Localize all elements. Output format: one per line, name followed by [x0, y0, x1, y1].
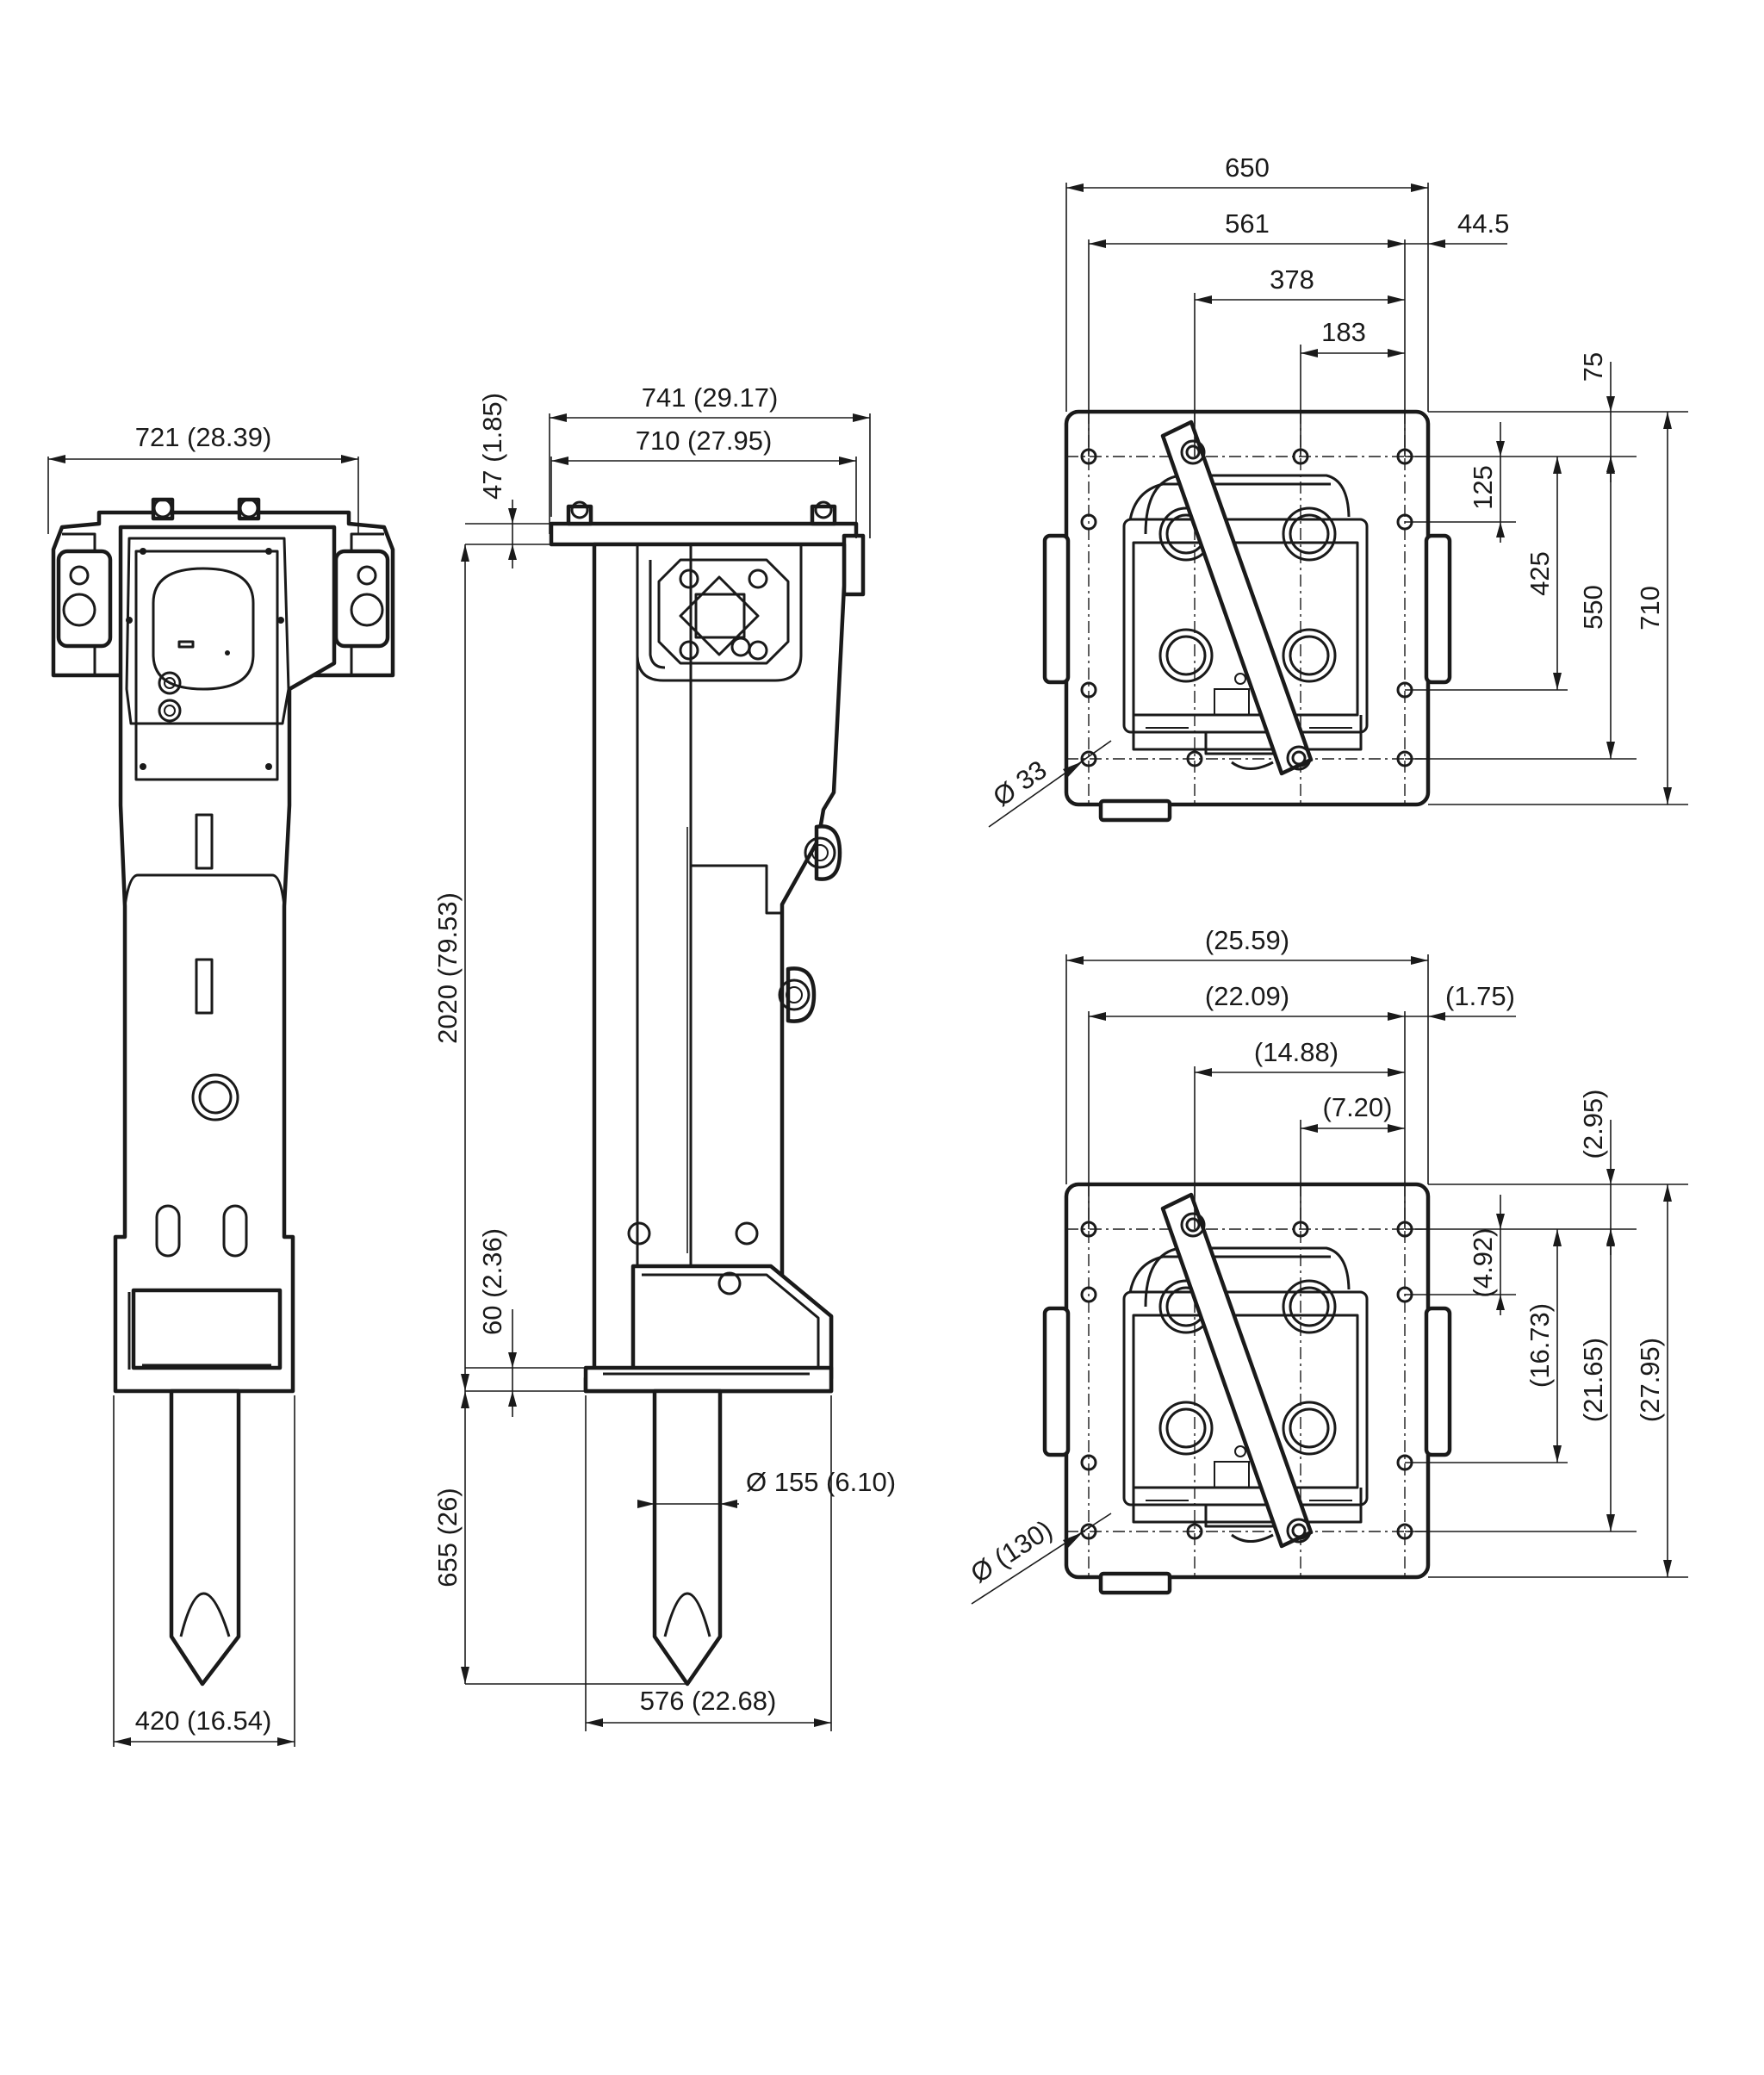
side-base-width-label: 576 (22.68) [640, 1686, 777, 1716]
top-mm-44-5-label: 44.5 [1457, 208, 1509, 239]
top-in-75-label: (2.95) [1578, 1090, 1608, 1159]
top-mm-183-label: 183 [1321, 317, 1366, 347]
side-plate-thickness-label: 47 (1.85) [477, 393, 507, 500]
top-view-mm: 650 561 44.5 378 183 75 125 425 550 [987, 152, 1688, 828]
top-mm-650-label: 650 [1225, 152, 1270, 183]
side-lower-plate-label: 60 (2.36) [477, 1228, 507, 1335]
top-mm-hole-label: Ø 33 [987, 755, 1052, 812]
top-in-650-label: (25.59) [1205, 925, 1289, 955]
top-in-710-label: (27.95) [1635, 1338, 1665, 1422]
side-tool-length-label: 655 (26) [432, 1488, 463, 1587]
top-mm-378-label: 378 [1270, 264, 1314, 295]
top-mm-561-label: 561 [1225, 208, 1270, 239]
top-mm-125-label: 125 [1468, 465, 1498, 510]
top-in-378-label: (14.88) [1254, 1037, 1339, 1067]
top-mm-550-label: 550 [1578, 585, 1608, 630]
top-mm-75-label: 75 [1578, 352, 1608, 382]
top-in-425-label: (16.73) [1525, 1303, 1555, 1388]
side-dimensions: 741 (29.17) 710 (27.95) 47 (1.85) 2020 (… [432, 382, 896, 1731]
front-dimensions: 721 (28.39) 420 (16.54) [47, 422, 359, 1747]
top-in-44-5-label: (1.75) [1445, 981, 1515, 1011]
side-width-overall-label: 741 (29.17) [642, 382, 779, 413]
top-in-561-label: (22.09) [1205, 981, 1289, 1011]
top-view-in: (25.59) (22.09) (1.75) (14.88) (7.20) (2… [966, 925, 1688, 1605]
top-mm-710-label: 710 [1635, 586, 1665, 631]
side-tool-diameter-label: Ø 155 (6.10) [746, 1467, 896, 1497]
top-in-550-label: (21.65) [1578, 1338, 1608, 1422]
side-view [549, 500, 866, 1687]
side-width-plate-label: 710 (27.95) [636, 426, 773, 456]
front-width-top-label: 721 (28.39) [135, 422, 272, 452]
front-width-bottom-label: 420 (16.54) [135, 1705, 272, 1736]
top-in-183-label: (7.20) [1323, 1092, 1393, 1122]
front-view [51, 497, 395, 1687]
top-mm-425-label: 425 [1525, 551, 1555, 596]
side-body-height-label: 2020 (79.53) [432, 892, 463, 1044]
top-in-125-label: (4.92) [1468, 1228, 1498, 1298]
